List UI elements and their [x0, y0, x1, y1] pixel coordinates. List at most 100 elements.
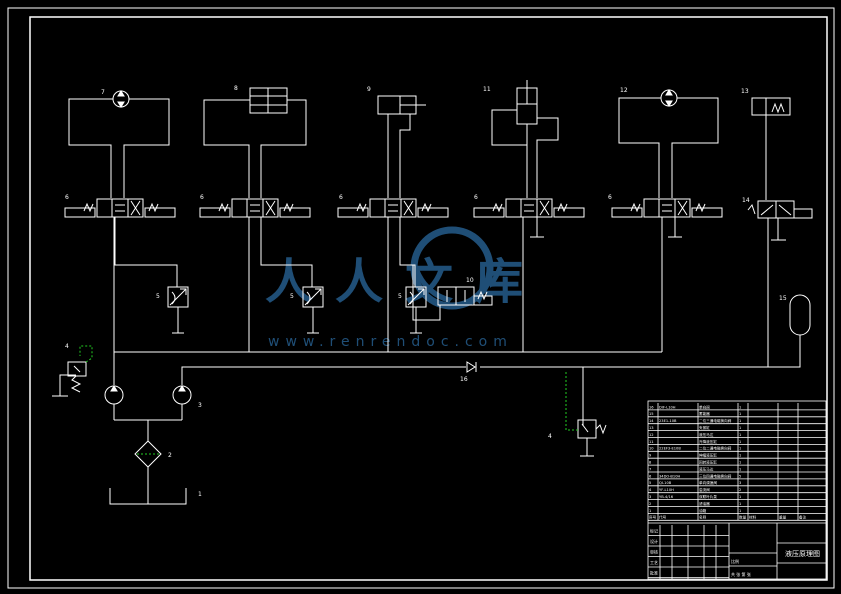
telescoping-cylinder-9: [377, 95, 426, 198]
parts-cell: 23E1-10B: [659, 419, 677, 423]
parts-cell: 6: [649, 474, 652, 478]
parts-cell: 1: [739, 495, 741, 499]
relief-valve-4a: [67, 345, 93, 393]
clamp-cylinder-13: [751, 97, 791, 200]
parts-cell: 5: [649, 481, 651, 485]
parts-cell: 1: [739, 467, 741, 471]
accumulator-15: [583, 294, 811, 368]
parts-cell: 1: [739, 412, 741, 416]
label-6e: 6: [608, 194, 612, 201]
sign-row-label: 标记: [650, 528, 658, 534]
label-5b: 5: [290, 293, 294, 300]
parts-cell: 液压马达: [699, 466, 714, 471]
parts-cell: 3: [739, 481, 741, 485]
check-valve-16: [466, 361, 477, 373]
parts-header-cell: 重量: [779, 515, 787, 520]
label-3: 3: [198, 402, 202, 409]
parts-header-cell: 代号: [659, 515, 667, 520]
label-15: 15: [779, 295, 787, 302]
directional-valve-6a: [64, 198, 178, 287]
pump-3a: [104, 385, 124, 420]
parts-cell: 1: [739, 461, 741, 465]
parts-cell: 1: [739, 405, 741, 409]
watermark-url: www.renrendoc.com: [268, 334, 513, 350]
parts-cell: 1: [739, 447, 741, 451]
parts-cell: 4: [649, 488, 652, 492]
label-6d: 6: [474, 194, 478, 201]
actuators: [68, 80, 811, 368]
watermark-logo: [410, 226, 494, 310]
parts-cell: 7: [649, 467, 651, 471]
parts-header-cell: 序号: [649, 515, 657, 520]
parts-cell: YB-4/16: [659, 495, 674, 499]
parts-cell: DIF-L10H: [659, 405, 676, 409]
sign-row-label: 设计: [650, 538, 658, 544]
parts-cell: 1: [739, 426, 741, 430]
parts-header-cell: 材料: [749, 515, 757, 520]
label-6b: 6: [200, 194, 204, 201]
label-11: 11: [483, 86, 491, 93]
component-labels: 7 8 9 11 12 13 6 6 6 6 6 14 5 5 5 10 15 …: [65, 85, 787, 498]
parts-cell: 油箱: [699, 508, 707, 513]
parts-cell: 滤油器: [699, 501, 710, 506]
label-14: 14: [742, 197, 750, 204]
label-5c: 5: [398, 293, 402, 300]
parts-cell: 5: [739, 474, 741, 478]
drawing-title: 液压原理图: [785, 549, 820, 558]
label-7: 7: [101, 89, 105, 96]
parts-cell: 11: [649, 440, 654, 444]
directional-valve-6e: [611, 198, 723, 352]
directional-valve-6b: [199, 198, 313, 352]
filter-2: [134, 440, 162, 504]
pressure-lines: [52, 217, 662, 426]
solenoid-valve-14: [747, 200, 813, 367]
parts-cell: 回转液压缸: [699, 460, 717, 465]
sign-row-label: 批准: [650, 570, 658, 576]
parts-cell: 1: [739, 419, 741, 423]
parts-header-cell: 备注: [799, 515, 807, 520]
watermark-text: 人人文库: [265, 254, 545, 310]
power-unit: [67, 345, 607, 505]
sheet-label: 共 张 第 张: [731, 571, 751, 577]
parts-cell: YF-L10H: [659, 488, 674, 492]
flow-valve-5b: [302, 286, 324, 334]
sign-row-label: 工艺: [650, 560, 658, 565]
parts-cell: 2: [739, 488, 741, 492]
label-1: 1: [198, 491, 202, 498]
drawing-frame: [7, 7, 835, 589]
directional-valves: [64, 198, 813, 367]
label-13: 13: [741, 88, 749, 95]
hydraulic-motor-12: [618, 89, 719, 198]
parts-cell: 34DO-B10H: [659, 474, 680, 478]
parts-cell: 单向调速阀: [699, 480, 717, 485]
label-2: 2: [168, 452, 172, 459]
label-6c: 6: [339, 194, 343, 201]
lift-cylinder-11: [491, 80, 559, 198]
sign-row-label: 审核: [650, 549, 658, 555]
parts-cell: 三位四通电磁换向阀: [699, 473, 732, 478]
parts-cell: 二位二通电磁换向阀: [699, 446, 732, 451]
parts-cell: 液压马达: [699, 432, 714, 437]
parts-cell: 3: [649, 495, 651, 499]
parts-header-cell: 数量: [739, 515, 747, 520]
label-9: 9: [367, 86, 371, 93]
label-4b: 4: [548, 433, 552, 440]
parts-cell: 13: [649, 426, 654, 430]
watermark: 人人文库 www.renrendoc.com: [265, 226, 545, 350]
parts-cell: 1: [739, 433, 741, 437]
parts-cell: 二位三通电磁换向阀: [699, 418, 732, 423]
parts-cell: 9: [649, 454, 652, 458]
parts-cell: 1: [739, 502, 741, 506]
parts-cell: 2: [649, 502, 651, 506]
flow-control-valves: [167, 264, 493, 334]
parts-cell: 15: [649, 412, 654, 416]
parts-cell: 1: [739, 454, 741, 458]
parts-cell: 双联叶片泵: [699, 494, 717, 499]
parts-cell: 1: [739, 440, 741, 444]
directional-valve-6d: [473, 198, 585, 352]
parts-cell: 1: [649, 509, 651, 513]
parts-cell: 伸缩液压缸: [699, 453, 717, 458]
